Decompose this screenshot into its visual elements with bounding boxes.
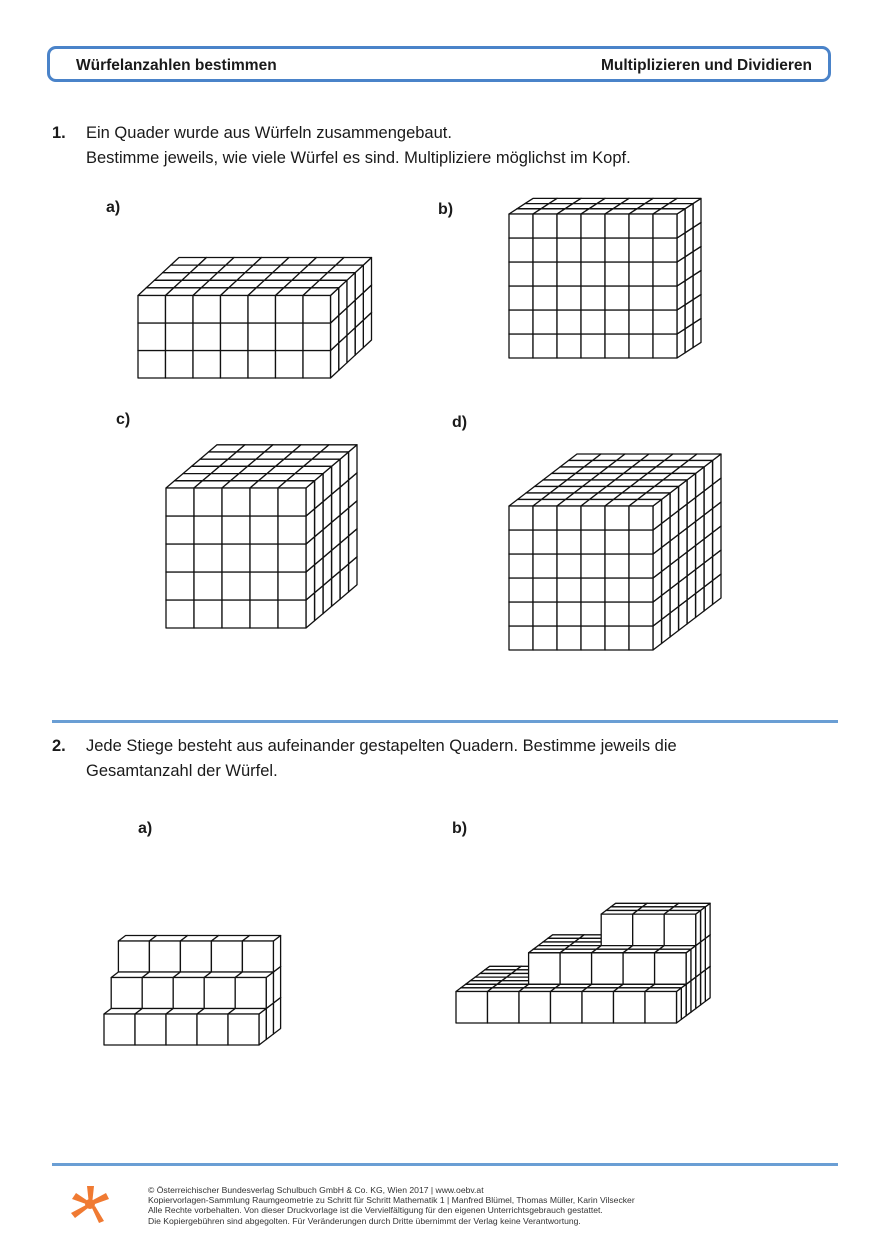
label-2a: a) — [138, 820, 153, 837]
label-1b: b) — [438, 201, 454, 218]
label-1c: c) — [116, 411, 131, 428]
label-1d: d) — [452, 414, 468, 431]
task-1-instructions: 1. Ein Quader wurde aus Würfeln zusammen… — [52, 121, 852, 173]
cuboid-figure-1c — [165, 444, 358, 629]
publisher-logo-icon — [71, 1186, 109, 1223]
footer-line-2: Kopiervorlagen-Sammlung Raumgeometrie zu… — [148, 1195, 635, 1206]
cuboid-figure-1b — [508, 197, 702, 359]
section-divider — [52, 720, 838, 723]
task-1-number: 1. — [52, 124, 66, 142]
task-2-line-1: Jede Stiege besteht aus aufeinander gest… — [86, 737, 677, 755]
staircase-figure-2a — [103, 934, 282, 1046]
worksheet-topic: Multiplizieren und Dividieren — [601, 57, 812, 74]
footer-line-1: © Österreichischer Bundesverlag Schulbuc… — [148, 1185, 484, 1195]
footer-copyright: © Österreichischer Bundesverlag Schulbuc… — [148, 1185, 635, 1226]
task-1-line-1: Ein Quader wurde aus Würfeln zusammengeb… — [86, 124, 452, 142]
cuboid-figure-1a — [137, 256, 373, 379]
footer-divider — [52, 1163, 838, 1166]
header-box: Würfelanzahlen bestimmen Multiplizieren … — [47, 46, 831, 82]
worksheet-title: Würfelanzahlen bestimmen — [76, 57, 277, 74]
cuboid-figure-1d — [508, 453, 722, 651]
task-1-line-2: Bestimme jeweils, wie viele Würfel es si… — [86, 149, 631, 167]
task-2-instructions: 2. Jede Stiege besteht aus aufeinander g… — [52, 734, 852, 786]
label-2b: b) — [452, 820, 468, 837]
footer-line-3: Alle Rechte vorbehalten. Von dieser Druc… — [148, 1205, 603, 1216]
task-2-line-2: Gesamtanzahl der Würfel. — [86, 762, 278, 780]
label-1a: a) — [106, 199, 121, 216]
staircase-figure-2b — [455, 902, 711, 1024]
task-2-number: 2. — [52, 737, 66, 755]
footer-line-4: Die Kopiergebühren sind abgegolten. Für … — [148, 1215, 581, 1226]
